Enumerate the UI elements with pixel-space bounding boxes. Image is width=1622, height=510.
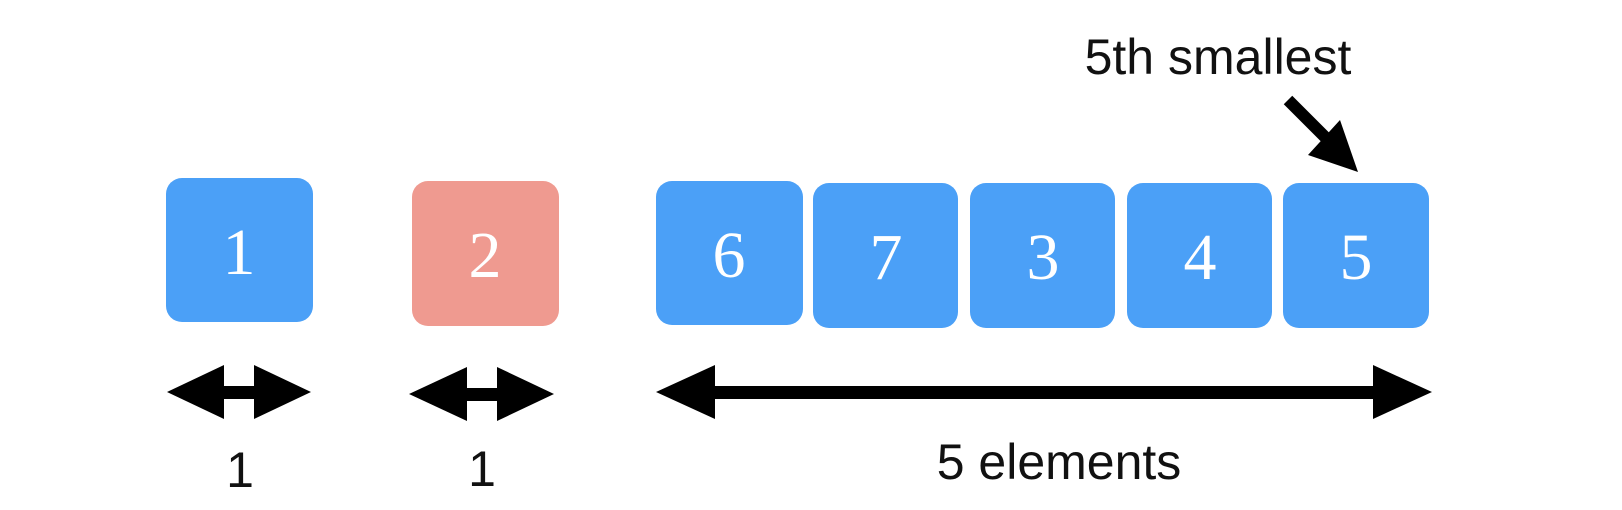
box-4: 7 xyxy=(813,183,958,328)
span-arrow-1-left-head xyxy=(167,365,224,419)
box-6-label: 4 xyxy=(1184,221,1217,294)
box-5-label: 3 xyxy=(1027,221,1060,294)
span-arrow-1-shaft xyxy=(222,386,256,399)
span-arrow-3-icon xyxy=(656,365,1432,419)
box-7: 5 xyxy=(1283,183,1429,328)
span-arrow-2-shaft xyxy=(465,388,499,401)
box-7-label: 5 xyxy=(1340,221,1373,294)
span-arrow-1-icon xyxy=(167,365,311,419)
box-5: 3 xyxy=(970,183,1115,328)
span-arrow-2-left-head xyxy=(409,367,467,421)
box-2-rect xyxy=(412,181,559,326)
span-arrow-1-right-head xyxy=(254,365,311,419)
box-4-rect xyxy=(813,183,958,328)
box-1: 1 xyxy=(166,178,313,322)
box-4-label: 7 xyxy=(870,221,903,294)
box-1-rect xyxy=(166,178,313,322)
span-arrow-3-shaft xyxy=(713,386,1375,399)
box-6: 4 xyxy=(1127,183,1272,328)
span-arrow-3-left-head xyxy=(656,365,715,419)
box-2: 2 xyxy=(412,181,559,326)
pointer-arrow-head xyxy=(1308,120,1358,172)
box-3-label: 6 xyxy=(713,219,746,292)
span-label-1: 1 xyxy=(226,442,254,498)
span-label-2: 1 xyxy=(468,441,496,497)
box-5-rect xyxy=(970,183,1115,328)
box-2-label: 2 xyxy=(469,219,502,292)
box-6-rect xyxy=(1127,183,1272,328)
span-arrow-2-right-head xyxy=(497,367,554,421)
box-1-label: 1 xyxy=(223,216,256,289)
box-3-rect xyxy=(656,181,803,325)
pointer-arrow-icon xyxy=(1283,95,1358,172)
span-arrow-2-icon xyxy=(409,367,554,421)
span-arrow-3-right-head xyxy=(1373,365,1432,419)
pointer-label: 5th smallest xyxy=(1085,29,1352,85)
box-7-rect xyxy=(1283,183,1429,328)
pointer-arrow-shaft xyxy=(1283,95,1335,147)
box-3: 6 xyxy=(656,181,803,325)
span-label-3: 5 elements xyxy=(937,434,1182,490)
